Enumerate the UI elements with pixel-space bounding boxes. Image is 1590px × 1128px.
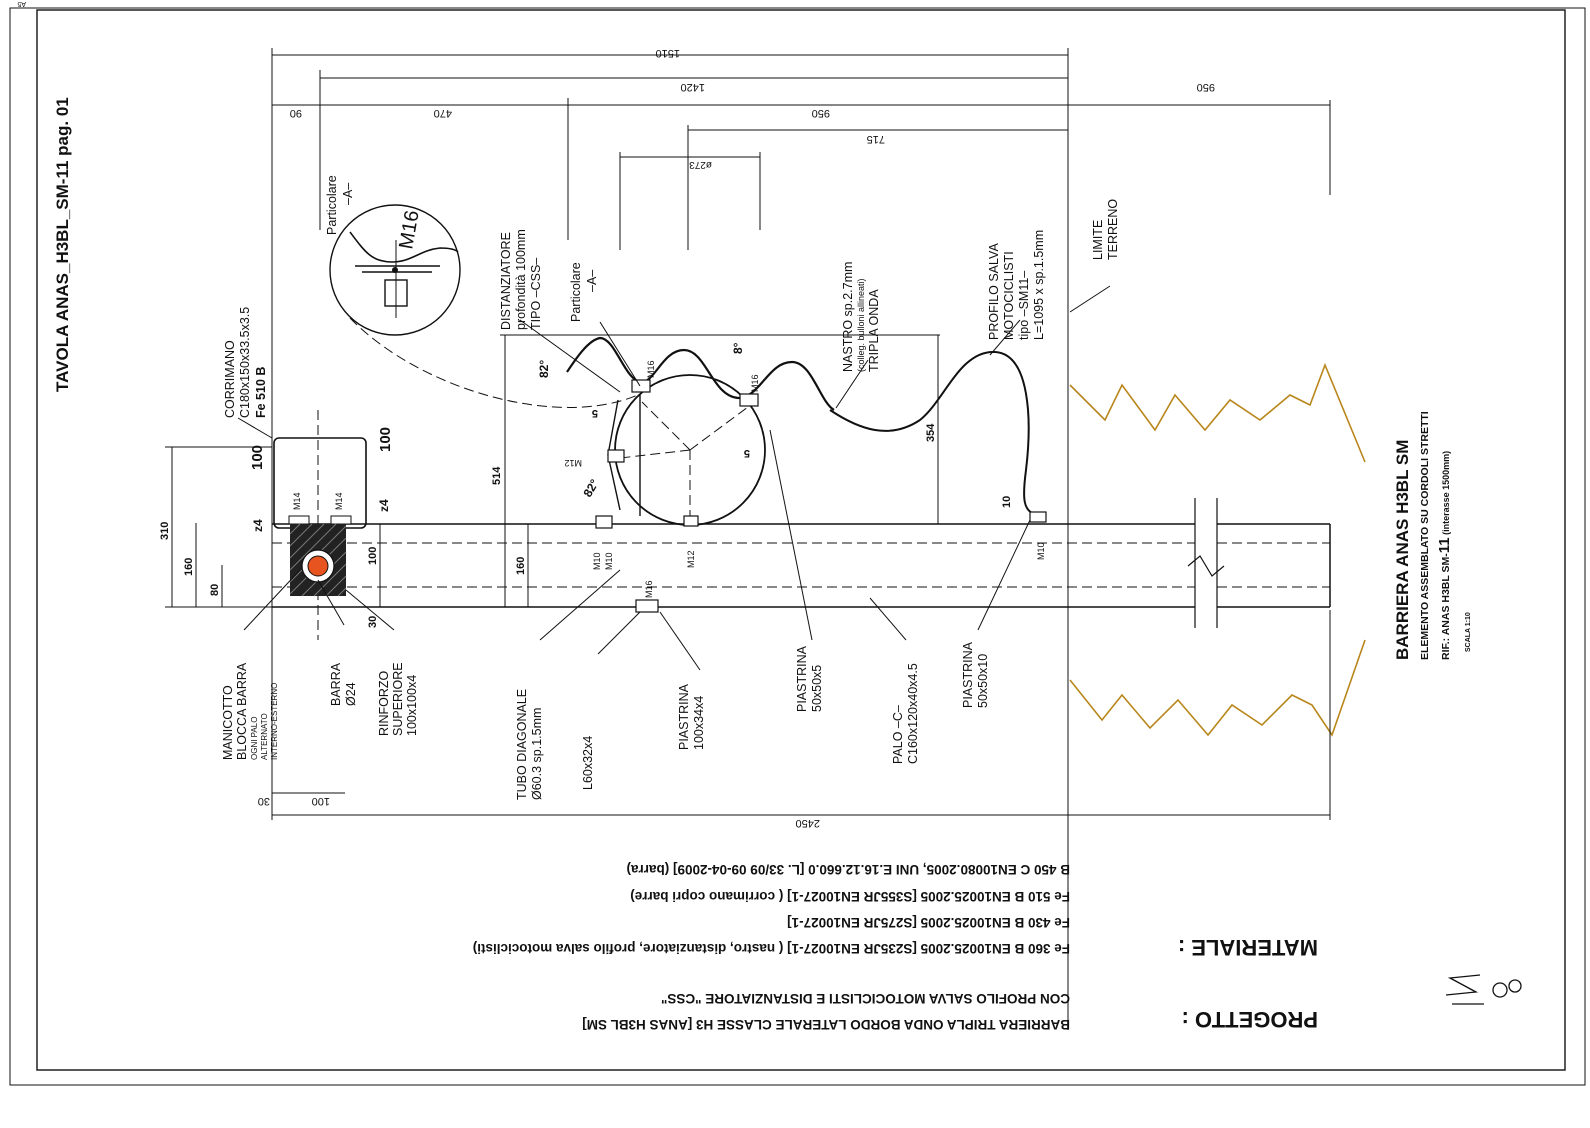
dim-470: 470 xyxy=(434,107,452,119)
dim-100b: 100 xyxy=(312,795,330,807)
dim-30-mid: 30 xyxy=(367,616,379,628)
callout-palo: PALO –C–C160x120x40x4.5 xyxy=(891,663,920,764)
bolt-m16-detail: M16 xyxy=(395,209,423,251)
callout-distanziatore: DISTANZIATOREprofondità 100mmTIPO –CSS– xyxy=(499,229,543,330)
progetto-line-1: BARRIERA TRIPLA ONDA BORDO LATERALE CLAS… xyxy=(582,1017,1070,1032)
materiale-label: MATERIALE : xyxy=(1178,935,1318,960)
callout-manicotto: MANICOTTOBLOCCA BARRAOGNI PALOALTERNATOI… xyxy=(221,662,279,760)
angle-82a: 82° xyxy=(537,360,551,378)
angle-8: 8° xyxy=(731,342,745,354)
bolt-m12b: M12 xyxy=(564,458,582,468)
callout-l60: L60x32x4 xyxy=(581,736,595,790)
dim-z4b: z4 xyxy=(377,499,391,512)
materiale-line-2: Fe 430 B EN10025.2005 [S275JR EN10027-1] xyxy=(787,915,1070,930)
leader-lines xyxy=(237,285,1111,671)
callout-piastrina-100: PIASTRINA100x34x4 xyxy=(677,683,706,750)
dim-100a: 100 xyxy=(249,445,266,470)
bolt-m16c: M16 xyxy=(644,580,654,598)
materiale-line-3: Fe 510 B EN10025.2005 [S355JR EN10027-1]… xyxy=(630,889,1070,904)
dim-950b: 950 xyxy=(1197,81,1215,93)
callout-nastro: NASTRO sp.2.7mm(colleg. bulloni allineat… xyxy=(841,262,881,372)
materiale-line-4: B 450 C EN10080.2005, UNI E.16.12.660.0 … xyxy=(626,862,1070,877)
callout-piastrina-50x5: PIASTRINA50x50x5 xyxy=(795,645,824,712)
callout-rinforzo: RINFORZOSUPERIORE100x100x4 xyxy=(377,662,419,736)
thick-5a: 5 xyxy=(592,407,598,419)
dim-80: 80 xyxy=(209,584,221,596)
title-scale: SCALA 1:10 xyxy=(1465,612,1472,652)
detail-a xyxy=(329,204,641,408)
dim-30b: 30 xyxy=(258,795,270,807)
progetto-label: PROGETTO : xyxy=(1182,1007,1319,1032)
dim-160: 160 xyxy=(183,558,195,576)
notes-block: PROGETTO : BARRIERA TRIPLA ONDA BORDO LA… xyxy=(473,862,1318,1032)
angle-82b: 82° xyxy=(580,477,601,500)
title-subtitle: ELEMENTO ASSEMBLATO SU CORDOLI STRETTI xyxy=(1419,411,1431,660)
dim-273: ø273 xyxy=(689,159,712,170)
dim-100-mid: 100 xyxy=(367,547,379,565)
bolt-m10a: M10 xyxy=(592,552,602,570)
callout-particolare-a2: Particolare–A– xyxy=(569,262,599,322)
thick-5b: 5 xyxy=(744,447,750,459)
bolt-m16a: M16 xyxy=(646,360,656,378)
post-palo xyxy=(272,498,1331,630)
dim-10: 10 xyxy=(1001,496,1013,508)
dim-90: 90 xyxy=(290,107,302,119)
bolt-m14b: M14 xyxy=(334,492,344,510)
dim-z4a: z4 xyxy=(251,519,265,532)
dim-1510: 1510 xyxy=(656,47,680,59)
callout-limite: LIMITETERRENO xyxy=(1091,199,1120,260)
dim-514: 514 xyxy=(491,466,503,485)
callouts: Particolare–A– Particolare–A– CORRIMANOC… xyxy=(221,175,1120,800)
bolt-m10b: M10 xyxy=(604,552,614,570)
bolt-m10c: M10 xyxy=(1036,542,1046,560)
dim-310: 310 xyxy=(159,522,171,540)
callout-profilo: PROFILO SALVAMOTOCICLISTItipo –SM11–L=10… xyxy=(987,230,1046,340)
tavola-title: TAVOLA ANAS_H3BL_SM-11 pag. 01 xyxy=(53,97,72,392)
callout-tubo: TUBO DIAGONALEØ60.3 sp.1.5mm xyxy=(515,689,544,800)
corrimano-section xyxy=(273,410,367,640)
title-main: BARRIERA ANAS H3BL SM xyxy=(1393,440,1412,660)
terrain-limit xyxy=(1067,310,1366,1030)
dim-100c: 100 xyxy=(377,427,394,452)
progetto-line-2: CON PROFILO SALVA MOTOCICLISTI E DISTANZ… xyxy=(661,991,1070,1006)
title-block: BARRIERA ANAS H3BL SM ELEMENTO ASSEMBLAT… xyxy=(1393,411,1472,660)
company-logo xyxy=(1445,974,1522,1005)
title-reference: RIF.: ANAS H3BL SM-11 (interasse 1500mm) xyxy=(1436,451,1453,660)
bolt-m14a: M14 xyxy=(292,492,302,510)
dim-950a: 950 xyxy=(812,107,830,119)
dimension-lines xyxy=(165,48,1331,820)
dim-1420: 1420 xyxy=(681,81,705,93)
corner-code: A5 xyxy=(17,0,26,7)
dim-2450: 2450 xyxy=(796,817,820,829)
beam-assembly xyxy=(566,336,1047,613)
materiale-line-1: Fe 360 B EN10025.2005 [S235JR EN10027-1]… xyxy=(473,941,1070,956)
callout-particolare-a1: Particolare–A– xyxy=(325,175,355,235)
dim-715: 715 xyxy=(867,133,885,145)
outer-frame xyxy=(9,7,1586,1086)
inner-frame xyxy=(36,9,1566,1071)
dim-354: 354 xyxy=(925,423,937,442)
bolt-m12a: M12 xyxy=(686,550,696,568)
dim-160-mid: 160 xyxy=(515,557,527,575)
callout-piastrina-50x10: PIASTRINA50x50x10 xyxy=(961,641,990,708)
bolt-m16b: M16 xyxy=(750,374,760,392)
callout-barra: BARRAØ24 xyxy=(329,662,358,706)
